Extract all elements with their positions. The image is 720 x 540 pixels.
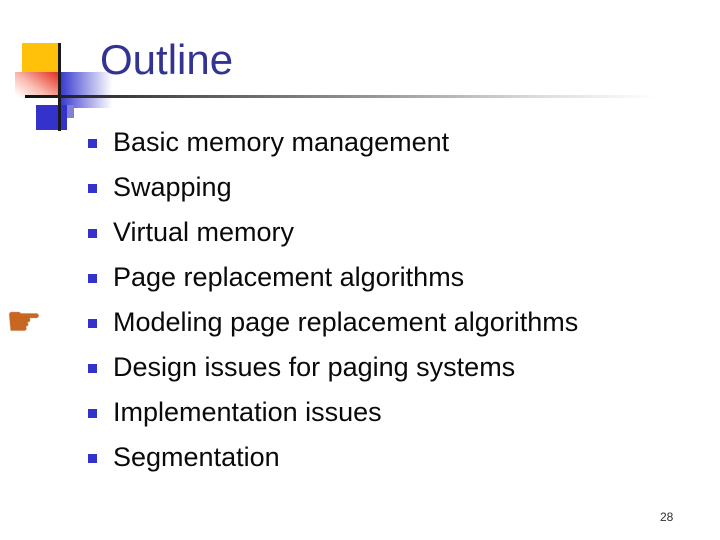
bullet-square-icon xyxy=(88,363,97,373)
bullet-item: Implementation issues xyxy=(88,390,578,435)
bullet-text: Implementation issues xyxy=(113,397,382,427)
bullet-text: Virtual memory xyxy=(113,217,295,247)
bullet-item: Virtual memory xyxy=(88,210,578,255)
bullet-text: Design issues for paging systems xyxy=(113,352,516,382)
title-underline xyxy=(25,95,670,98)
bullet-item: Modeling page replacement algorithms xyxy=(88,300,578,345)
bullet-item: Design issues for paging systems xyxy=(88,345,578,390)
bullet-item: Segmentation xyxy=(88,435,578,480)
decoration-vertical-line xyxy=(58,43,61,131)
bullet-text: Segmentation xyxy=(113,442,280,472)
bullet-text: Swapping xyxy=(113,172,232,202)
bullet-item: Basic memory management xyxy=(88,120,578,165)
bullet-text: Page replacement algorithms xyxy=(113,262,465,292)
decoration-red-gradient-square xyxy=(15,72,58,98)
bullet-square-icon xyxy=(88,453,97,463)
decoration-blue-gradient-square xyxy=(61,72,115,108)
bullet-square-icon xyxy=(88,228,97,238)
slide-title: Outline xyxy=(100,36,234,83)
bullet-item: Swapping xyxy=(88,165,578,210)
bullet-square-icon xyxy=(88,183,97,193)
bullet-item: Page replacement algorithms xyxy=(88,255,578,300)
bullet-text: Basic memory management xyxy=(113,127,450,157)
bullet-square-icon xyxy=(88,138,97,148)
bullet-list: Basic memory management Swapping Virtual… xyxy=(88,120,578,480)
bullet-square-icon xyxy=(88,273,97,283)
decoration-yellow-square xyxy=(22,43,58,72)
bullet-text: Modeling page replacement algorithms xyxy=(113,307,579,337)
bullet-square-icon xyxy=(88,318,97,328)
decoration-blue-square xyxy=(36,105,67,130)
bullet-square-icon xyxy=(88,408,97,418)
pointing-hand-icon: ☛ xyxy=(6,299,42,345)
page-number: 28 xyxy=(660,510,674,524)
